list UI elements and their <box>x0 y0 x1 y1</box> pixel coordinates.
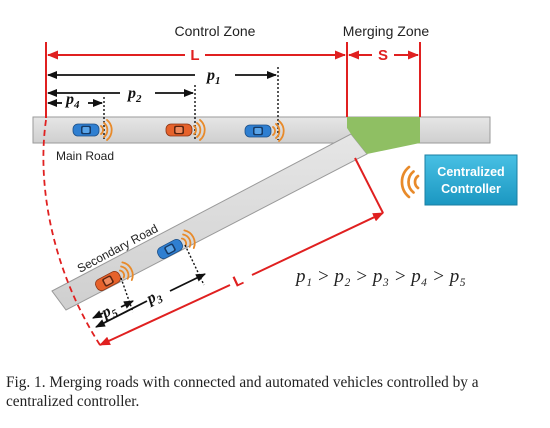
figure-caption: Fig. 1. Merging roads with connected and… <box>6 374 479 410</box>
ordering-inequality: p₁ > p₂ > p₃ > p₄ > p₅ <box>294 266 466 287</box>
merging-zone-label: Merging Zone <box>343 23 430 39</box>
L-label-top: L <box>190 47 199 64</box>
main-road-car-3 <box>244 124 272 138</box>
signal-icon <box>400 165 420 199</box>
control-zone-label: Control Zone <box>175 23 256 39</box>
p3-arrow-left <box>95 300 148 328</box>
p2-label: p2 <box>126 85 142 105</box>
L-diag-arrow-lower <box>99 284 231 346</box>
controller-label-line1: Centralized <box>437 165 504 179</box>
centralized-controller-box <box>424 154 518 206</box>
main-road-car-1 <box>72 123 100 137</box>
L-diag-end-line <box>354 157 384 214</box>
main-road-label: Main Road <box>56 149 114 163</box>
p4-label: p4 <box>64 91 80 111</box>
S-label: S <box>378 47 388 64</box>
p1-label: p1 <box>205 67 221 87</box>
merging-zone <box>347 117 420 154</box>
main-road-car-2 <box>165 123 193 137</box>
p3-arrow-right <box>169 273 206 292</box>
controller-label-line2: Controller <box>441 182 501 196</box>
L-label-diag: L <box>231 271 246 290</box>
L-diag-arrow-upper <box>251 212 384 276</box>
control-zone-arc <box>42 119 101 346</box>
p5-arrow-left <box>92 310 104 319</box>
p5-arrow-right <box>120 300 134 309</box>
p3-label: p3 <box>142 286 166 311</box>
